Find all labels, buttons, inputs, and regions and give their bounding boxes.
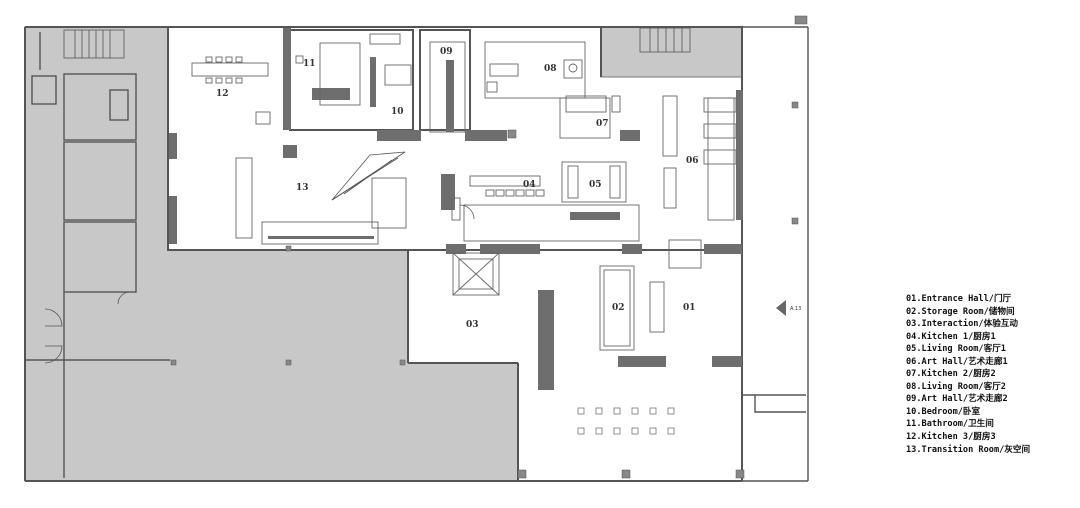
shaded-areas (24, 26, 743, 482)
legend-item: 10.Bedroom/卧室 (906, 406, 981, 417)
room-numbers: 01 02 03 04 05 06 07 08 09 10 11 12 13 (216, 47, 699, 330)
exterior-right (742, 26, 809, 482)
room-03-label: 03 (466, 320, 479, 330)
room-01-label: 01 (683, 303, 696, 313)
legend-item: 09.Art Hall/艺术走廊2 (906, 394, 1008, 405)
room-10-label: 10 (391, 107, 404, 117)
room-12-label: 12 (216, 89, 229, 99)
room-02-label: 02 (612, 303, 625, 313)
left-partitions (25, 32, 170, 478)
legend-item: 02.Storage Room/储物间 (906, 306, 1015, 317)
legend-item: 07.Kitchen 2/厨房2 (906, 369, 996, 380)
furniture (191, 33, 737, 351)
legend-item: 01.Entrance Hall/门厅 (906, 294, 1012, 304)
legend-item: 08.Living Room/客厅2 (906, 381, 1006, 392)
legend-item: 11.Bathroom/卫生间 (906, 419, 994, 430)
north-label: A.13 (790, 306, 801, 312)
small-pillars (170, 15, 808, 479)
doors (44, 204, 475, 364)
room-legend: 01.Entrance Hall/门厅 02.Storage Room/储物间 … (906, 293, 1076, 456)
structural-columns (169, 28, 743, 390)
sculpture (331, 151, 406, 201)
legend-item: 03.Interaction/体验互动 (906, 319, 1018, 330)
room-09-label: 09 (440, 47, 453, 57)
legend-item: 13.Transition Room/灰空间 (906, 444, 1031, 455)
entrance-arrow: A.13 (776, 300, 801, 316)
legend-item: 05.Living Room/客厅1 (906, 344, 1006, 355)
room-04-label: 04 (523, 180, 536, 190)
room-11-label: 11 (303, 59, 316, 69)
legend-item: 12.Kitchen 3/厨房3 (906, 432, 996, 443)
room-08-label: 08 (544, 64, 557, 74)
legend-item: 06.Art Hall/艺术走廊1 (906, 356, 1008, 367)
stair-top-left (63, 29, 125, 59)
room-07-label: 07 (596, 119, 609, 129)
room-13-label: 13 (296, 183, 309, 193)
room-06-label: 06 (686, 156, 699, 166)
legend-item: 04.Kitchen 1/厨房1 (906, 331, 996, 342)
interaction-grid (577, 407, 675, 435)
room-05-label: 05 (589, 180, 602, 190)
